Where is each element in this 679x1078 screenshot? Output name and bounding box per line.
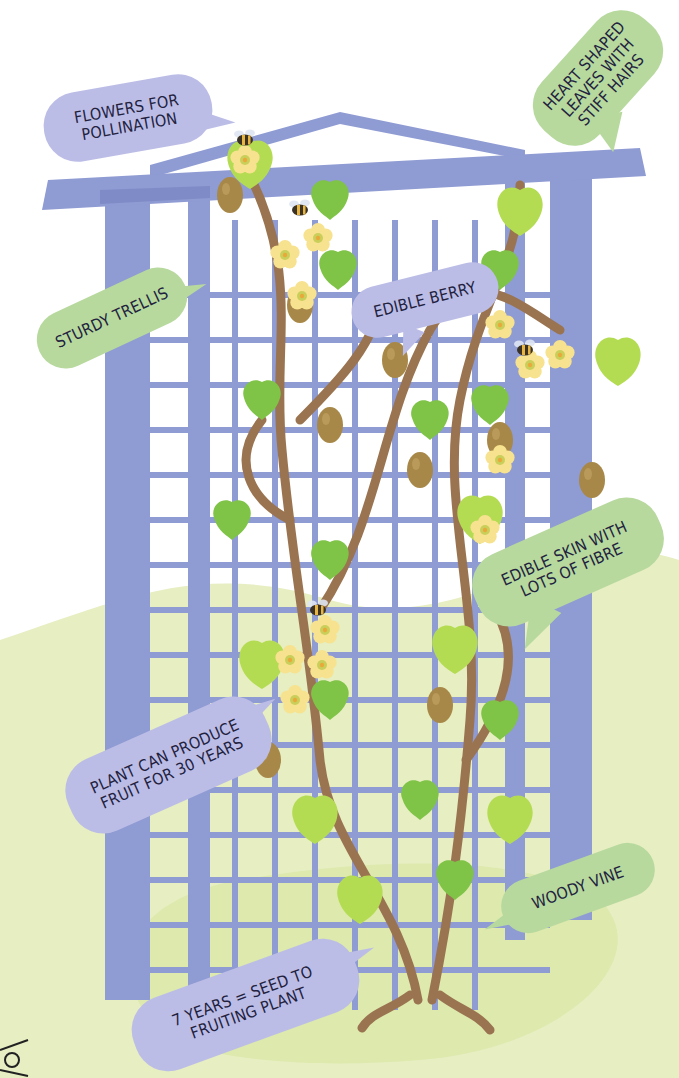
flowers <box>230 145 574 714</box>
kiwi-fruits <box>217 177 605 778</box>
bees <box>234 130 535 616</box>
speech-bubble: HEART SHAPED LEAVES WITH STIFF HAIRS <box>519 0 677 160</box>
speech-bubble: FLOWERS FOR POLLINATION <box>38 69 218 167</box>
logo-bug <box>0 1040 28 1076</box>
